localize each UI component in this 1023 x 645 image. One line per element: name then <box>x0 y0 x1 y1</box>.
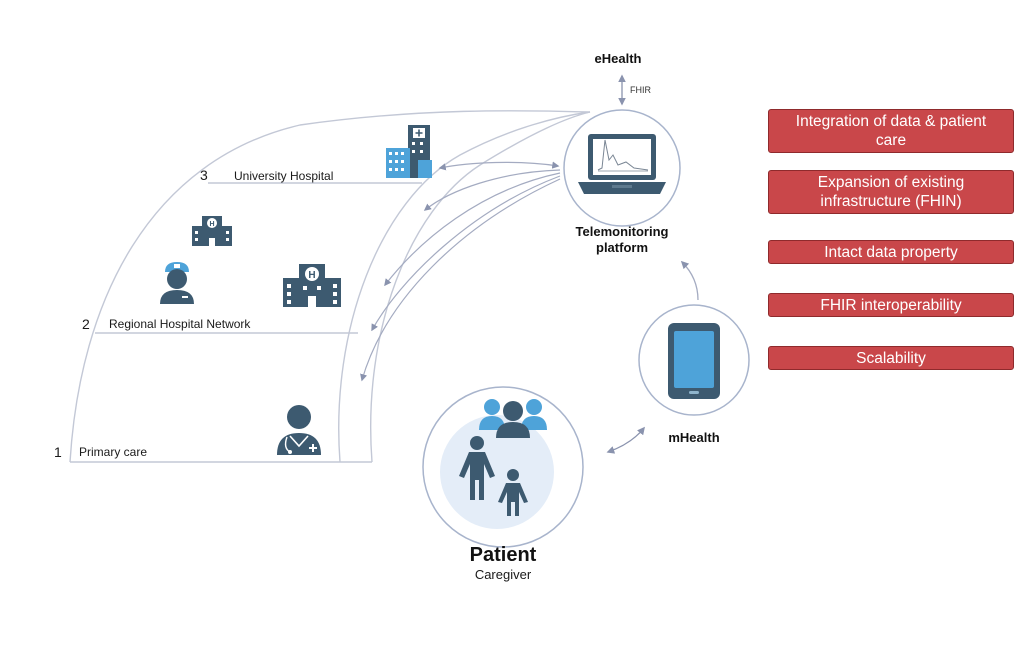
feature-fhir-interoperability: FHIR interoperability <box>768 293 1014 317</box>
level-3-label: University Hospital <box>234 169 333 183</box>
caregiver-label: Caregiver <box>475 567 532 582</box>
tablet-icon <box>668 323 720 399</box>
level-2-label: Regional Hospital Network <box>109 317 251 331</box>
regional-hospital-icon: H <box>283 264 341 307</box>
level-2-number: 2 <box>82 316 90 332</box>
level-1-number: 1 <box>54 444 62 460</box>
platform-node <box>563 109 681 227</box>
platform-to-care-arrows <box>360 161 561 382</box>
level-3-number: 3 <box>200 167 208 183</box>
arrow-to-care-4 <box>360 178 561 382</box>
ehealth-label: eHealth <box>595 51 642 66</box>
patient-mhealth-arrow <box>606 426 645 454</box>
level-2: 2 Regional Hospital Network <box>82 316 251 332</box>
doctor-icon <box>277 405 321 455</box>
mhealth-label: mHealth <box>668 430 719 445</box>
feature-scalability: Scalability <box>768 346 1014 370</box>
patient-node <box>422 386 584 548</box>
caregiver-group-icon <box>479 399 547 438</box>
svg-text:H: H <box>308 270 315 281</box>
platform-label-line1: Telemonitoring <box>576 224 669 239</box>
arrow-to-care-3 <box>371 175 561 332</box>
mhealth-node <box>638 304 750 416</box>
adult-figure-icon <box>459 436 495 500</box>
mid-arc <box>338 111 591 463</box>
level-1-label: Primary care <box>79 445 147 459</box>
outer-arc <box>69 110 591 463</box>
arrow-to-university <box>438 161 560 171</box>
university-hospital-icon <box>386 125 432 178</box>
feature-expansion: Expansion of existing infrastructure (FH… <box>768 170 1014 214</box>
nurse-icon <box>160 262 194 304</box>
fhir-arrow-label: FHIR <box>630 85 651 95</box>
small-hospital-icon: H <box>192 216 232 246</box>
mhealth-to-platform-arrow <box>680 260 699 301</box>
child-figure-icon <box>498 469 528 516</box>
laptop-icon <box>578 134 666 194</box>
care-levels-structure <box>69 110 591 463</box>
platform-label-line2: platform <box>596 240 648 255</box>
svg-text:H: H <box>209 221 214 228</box>
arrow-to-care-1 <box>423 169 561 211</box>
inner-arc <box>370 111 591 463</box>
level-1: 1 Primary care <box>54 444 147 460</box>
patient-label: Patient <box>470 544 537 566</box>
level-3: 3 University Hospital <box>200 167 333 183</box>
feature-data-property: Intact data property <box>768 240 1014 264</box>
feature-integration: Integration of data & patient care <box>768 109 1014 153</box>
arrow-to-care-2 <box>384 172 561 287</box>
